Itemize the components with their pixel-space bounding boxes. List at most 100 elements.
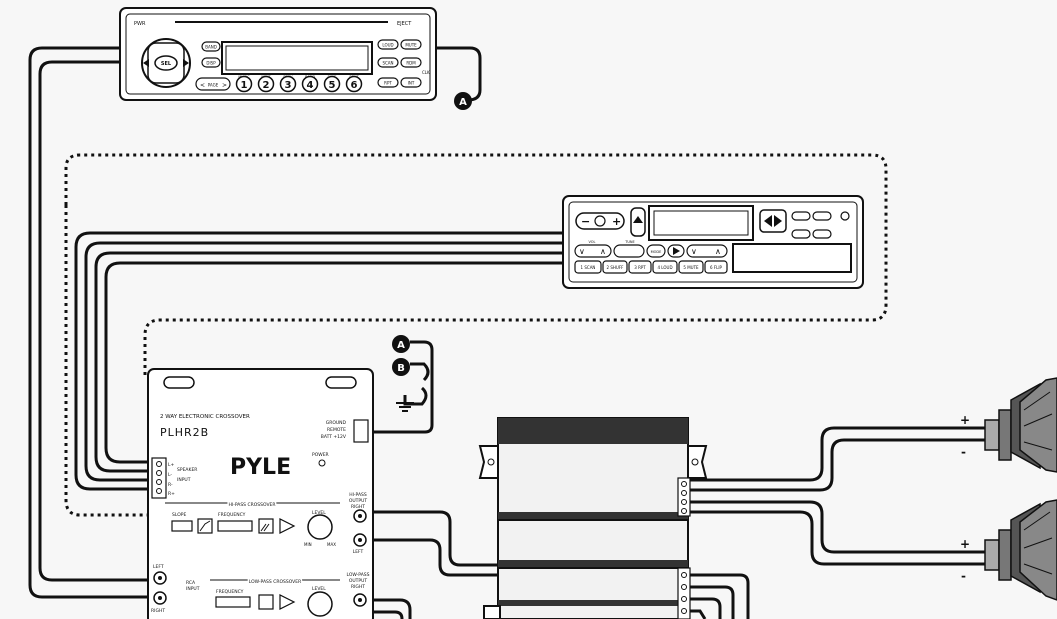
hu2-preset-1[interactable]: [574, 260, 602, 274]
slope-switch[interactable]: [171, 520, 193, 532]
hu2-preset-2[interactable]: [602, 260, 628, 274]
amplifier-1: [478, 417, 708, 521]
svg-text:6: 6: [351, 80, 358, 91]
svg-text:DISP: DISP: [206, 61, 216, 66]
int-button[interactable]: [400, 77, 422, 88]
hu2-preset-5[interactable]: [678, 260, 704, 274]
svg-text:SPEAKER: SPEAKER: [177, 467, 197, 473]
power-label: POWER: [312, 452, 329, 458]
lowpass-level-knob[interactable]: [307, 591, 333, 617]
svg-text:RDM: RDM: [406, 61, 416, 66]
vol-down-icon: ∨: [579, 247, 585, 256]
mode-button[interactable]: [646, 244, 666, 258]
seek-button[interactable]: [759, 209, 787, 233]
seek-down-icon: ∨: [691, 247, 697, 256]
svg-text:RIGHT: RIGHT: [351, 584, 365, 590]
svg-text:1: 1: [241, 80, 248, 91]
indicator-light: [840, 211, 850, 221]
tune-button[interactable]: [613, 244, 645, 258]
preset-3-button[interactable]: [279, 75, 297, 93]
svg-text:INPUT: INPUT: [177, 477, 191, 483]
hu2-button-1[interactable]: [791, 211, 811, 221]
hu2-preset-3[interactable]: [628, 260, 652, 274]
select-button-label: SEL: [161, 61, 172, 67]
speaker-1-minus: -: [961, 445, 966, 459]
hipass-frequency-switch[interactable]: [217, 520, 253, 532]
svg-text:INT: INT: [408, 81, 415, 86]
svg-text:OUTPUT: OUTPUT: [349, 578, 368, 584]
hu2-preset-buttons: 1 SCAN 2 SHUFF 3 RPT 4 LOUD 5 MUTE 6 FLI…: [574, 260, 728, 274]
band-button[interactable]: [201, 41, 221, 52]
mute-button[interactable]: [400, 39, 422, 50]
seek-down-up-button[interactable]: [686, 244, 728, 258]
eject-icon: [633, 216, 643, 223]
rca-wire-outer: [28, 46, 150, 599]
svg-text:FREQUENCY: FREQUENCY: [216, 589, 244, 595]
hu2-button-3[interactable]: [791, 229, 811, 239]
preset-2-button[interactable]: [257, 75, 275, 93]
svg-text:INPUT: INPUT: [186, 586, 200, 592]
svg-text:5: 5: [329, 80, 336, 91]
page-button[interactable]: [195, 77, 231, 91]
svg-text:R-: R-: [168, 482, 173, 488]
speaker-input-terminal[interactable]: [151, 457, 167, 499]
speaker-1: [984, 377, 1057, 473]
svg-text:VOL: VOL: [588, 240, 595, 244]
svg-text:RCA: RCA: [186, 580, 196, 586]
vol-up-icon: ∧: [600, 247, 606, 256]
vol-down-up-button[interactable]: [574, 244, 612, 258]
ground-icon: [396, 395, 414, 412]
hipass-level-knob[interactable]: [307, 514, 333, 540]
display-2: [648, 205, 754, 241]
svg-text:HI-PASS: HI-PASS: [349, 492, 367, 498]
select-button[interactable]: [154, 55, 178, 71]
svg-text:4: 4: [307, 80, 314, 91]
marker-a-2: A: [392, 335, 410, 353]
svg-text:MODE: MODE: [651, 250, 662, 254]
head-unit-2: − + VOL ∨ ∧ TUNE MODE ∨ ∧: [562, 195, 864, 289]
hu2-preset-4[interactable]: [652, 260, 678, 274]
speaker-output-wire-1: [688, 426, 985, 482]
preset-1-button[interactable]: [235, 75, 253, 93]
hipass-output-wire-right: [372, 510, 500, 567]
svg-text:1 SCAN: 1 SCAN: [581, 265, 596, 270]
power-wires: [372, 340, 434, 434]
svg-text:BAND: BAND: [205, 45, 217, 50]
svg-text:A: A: [397, 340, 405, 351]
svg-text:4 LOUD: 4 LOUD: [657, 265, 672, 270]
preset-6-button[interactable]: [345, 75, 363, 93]
power-terminal[interactable]: [353, 419, 369, 443]
brand-logo: PYLE: [230, 455, 291, 480]
hu2-button-4[interactable]: [812, 229, 832, 239]
svg-text:LEFT: LEFT: [353, 549, 364, 555]
preset-4-button[interactable]: [301, 75, 319, 93]
svg-text:BATT +12V: BATT +12V: [321, 434, 347, 440]
hu2-preset-6[interactable]: [704, 260, 728, 274]
mount-slot-left: [163, 376, 195, 389]
lowpass-frequency-switch[interactable]: [215, 596, 251, 608]
svg-text:L+: L+: [168, 462, 175, 468]
nav-left-icon[interactable]: [143, 59, 149, 67]
speaker-1-plus: +: [960, 413, 970, 427]
hipass-amp-icon: [279, 518, 296, 534]
svg-text:LOUD: LOUD: [382, 43, 393, 48]
lowpass-title: LOW-PASS CROSSOVER: [249, 579, 301, 585]
page-label: PAGE: [208, 83, 219, 88]
disp-button[interactable]: [201, 57, 221, 68]
page-left-icon: <: [200, 82, 205, 89]
amp-2-terminals[interactable]: [677, 567, 691, 619]
hu2-button-2[interactable]: [812, 211, 832, 221]
loud-button[interactable]: [377, 39, 399, 50]
rdm-button[interactable]: [400, 57, 422, 68]
svg-text:6 FLIP: 6 FLIP: [710, 265, 723, 270]
speaker-wire-1: [74, 231, 565, 491]
amp-1-terminals[interactable]: [677, 477, 691, 517]
svg-text:MAX: MAX: [327, 542, 336, 547]
crossover-unit: 2 WAY ELECTRONIC CROSSOVER PLHR2B PYLE P…: [147, 368, 374, 619]
head-unit-1-remote-wire: [435, 46, 482, 102]
nav-right-icon[interactable]: [183, 59, 189, 67]
scan-button[interactable]: [377, 57, 399, 68]
preset-5-button[interactable]: [323, 75, 341, 93]
rpt-button[interactable]: [377, 77, 399, 88]
